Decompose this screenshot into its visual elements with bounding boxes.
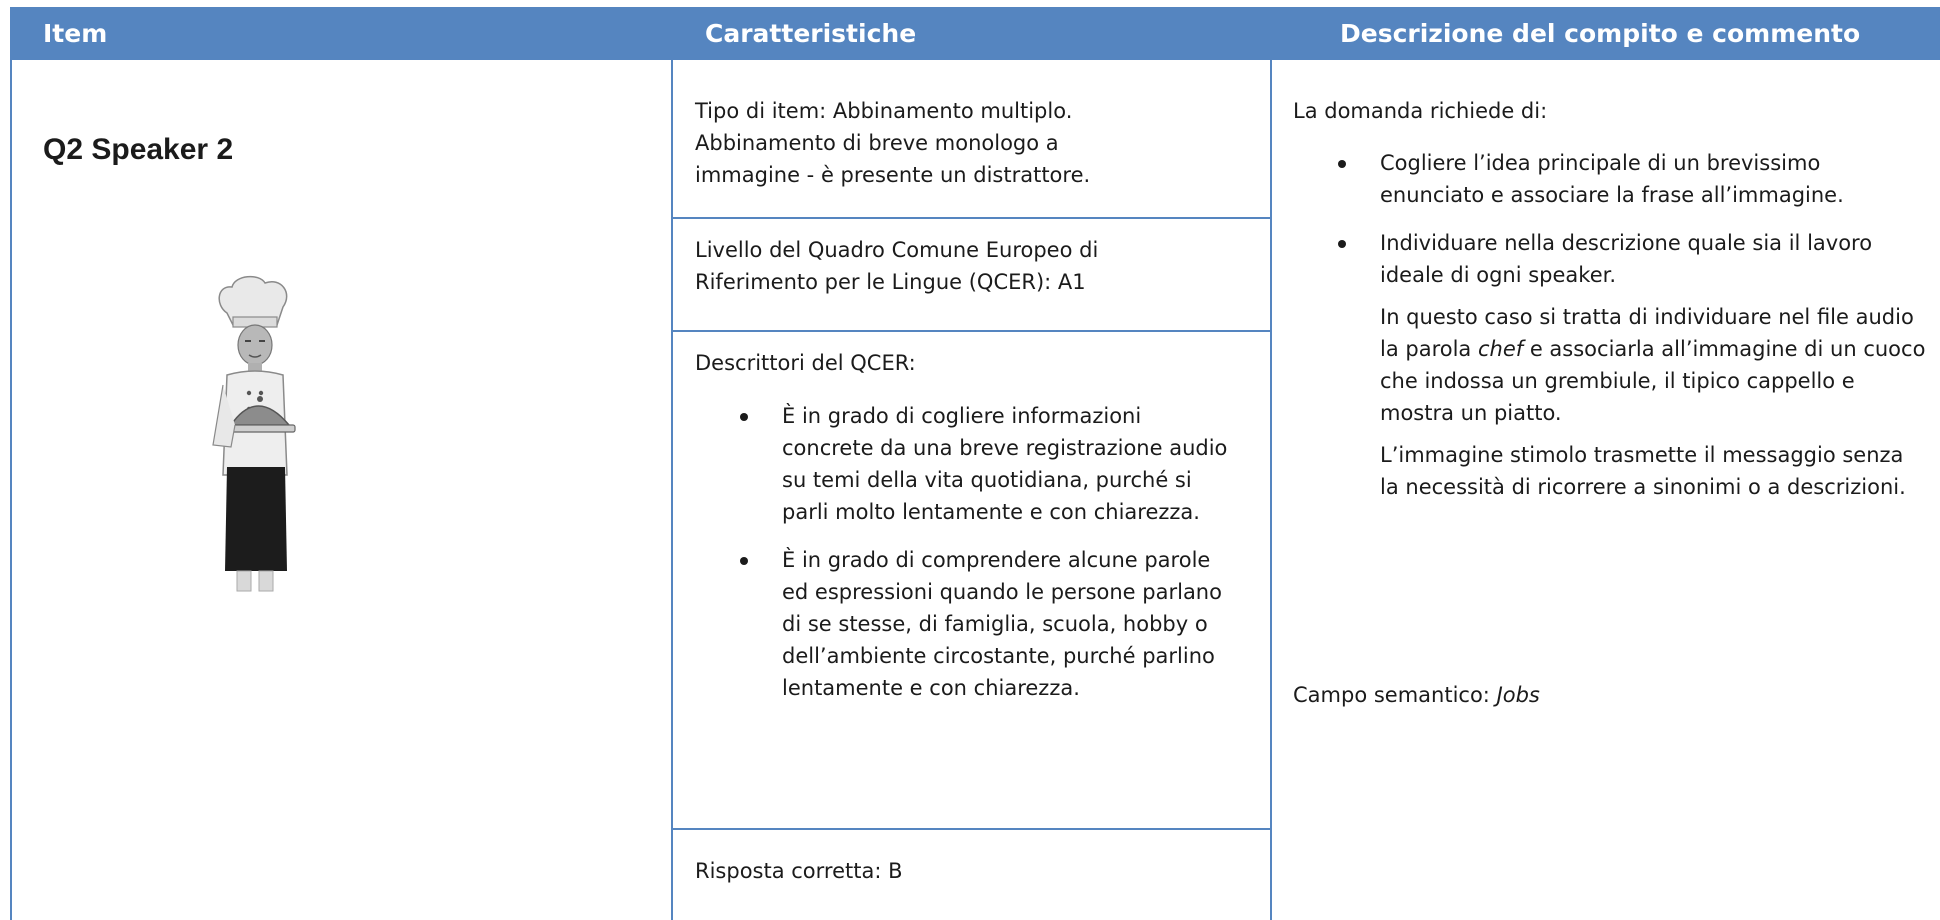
row-divider-2 xyxy=(671,330,1272,332)
chef-illustration-icon xyxy=(212,275,296,592)
description-bullets: Cogliere l’idea principale di un breviss… xyxy=(1326,147,1926,291)
descriptors-list: È in grado di cogliere informazioni conc… xyxy=(728,400,1228,720)
correct-answer: Risposta corretta: B xyxy=(695,859,903,883)
explanation-paragraph: In questo caso si tratta di individuare … xyxy=(1380,305,1926,425)
level-text: Livello del Quadro Comune Europeo di Rif… xyxy=(695,238,1099,294)
description-intro: La domanda richiede di: xyxy=(1293,99,1548,123)
keyword-chef: chef xyxy=(1477,337,1524,361)
item-title: Q2 Speaker 2 xyxy=(43,133,234,166)
col-divider-1 xyxy=(671,60,673,920)
descriptors-label: Descrittori del QCER: xyxy=(695,351,916,375)
description-bullet: Individuare nella descrizione quale sia … xyxy=(1326,227,1926,291)
description-bullet: Cogliere l’idea principale di un breviss… xyxy=(1326,147,1926,211)
stimulus-paragraph: L’immagine stimolo trasmette il messaggi… xyxy=(1380,443,1906,499)
row-divider-3 xyxy=(671,828,1272,830)
row-divider-1 xyxy=(671,217,1272,219)
left-border xyxy=(10,60,12,920)
assessment-table: Item Caratteristiche Descrizione del com… xyxy=(10,7,1940,920)
header-item: Item xyxy=(10,7,672,60)
header-features: Caratteristiche xyxy=(672,7,1307,60)
semantic-field: Campo semantico: Jobs xyxy=(1293,683,1540,707)
item-type-text: Tipo di item: Abbinamento multiplo. Abbi… xyxy=(695,99,1091,187)
col-divider-2 xyxy=(1270,60,1272,920)
descriptor-item: È in grado di comprendere alcune parole … xyxy=(728,544,1228,704)
header-description: Descrizione del compito e commento xyxy=(1307,7,1940,60)
description-body: Cogliere l’idea principale di un breviss… xyxy=(1326,147,1926,503)
descriptor-item: È in grado di cogliere informazioni conc… xyxy=(728,400,1228,528)
